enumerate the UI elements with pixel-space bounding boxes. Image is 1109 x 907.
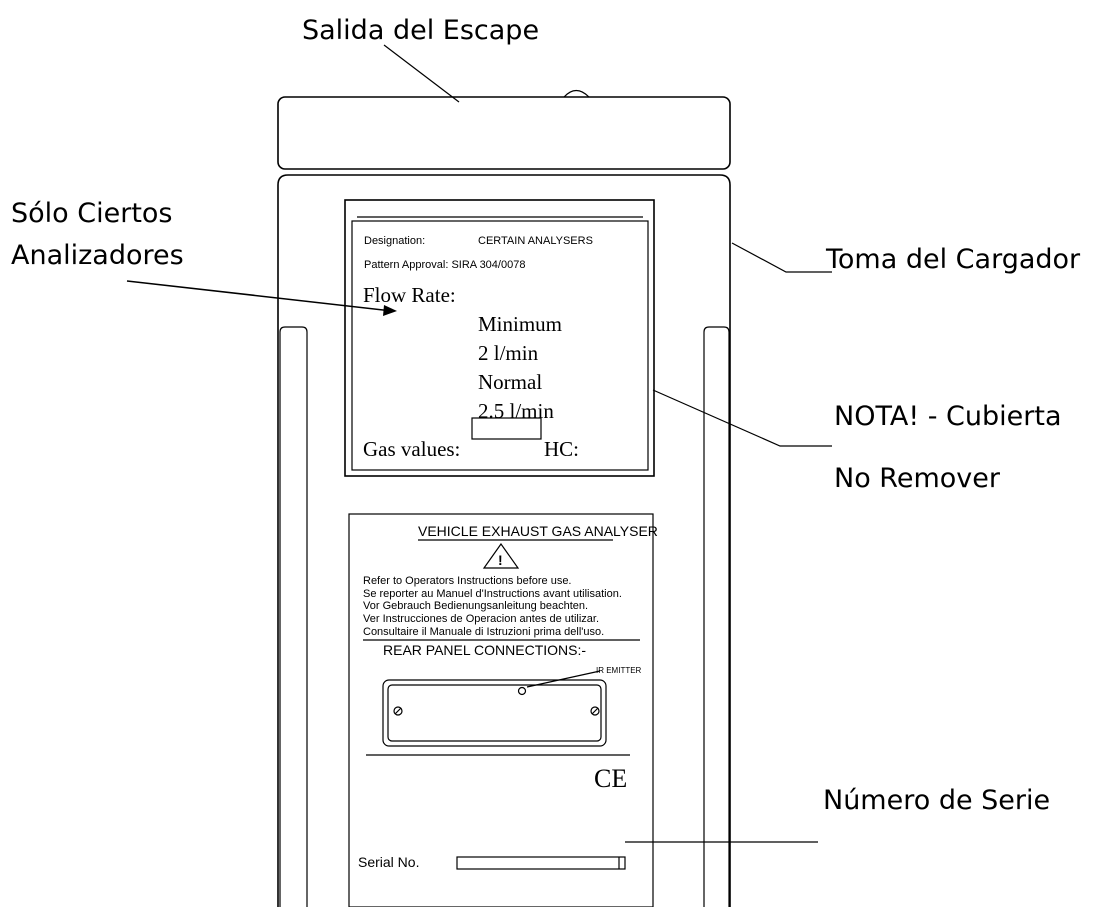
rear-label: VEHICLE EXHAUST GAS ANALYSER ! Refer to … — [348, 513, 658, 907]
ce-mark: CE — [594, 764, 627, 793]
instruction-line: Refer to Operators Instructions before u… — [363, 575, 572, 587]
leader-note-cover — [652, 389, 832, 447]
screw-right-slot — [591, 707, 599, 715]
hc-value-box — [471, 417, 542, 440]
connections-title: REAR PANEL CONNECTIONS:- — [383, 642, 586, 658]
designation-value: CERTAIN ANALYSERS — [478, 235, 593, 247]
screw-right-icon — [590, 706, 600, 716]
callout-exhaust-outlet: Salida del Escape — [302, 15, 539, 46]
hc-label: HC: — [544, 437, 579, 461]
minimum-value: 2 l/min — [478, 341, 539, 365]
callout-charger-socket: Toma del Cargador — [825, 244, 1081, 275]
ir-emitter-label: IR EMITTER — [596, 666, 642, 675]
ir-emitter-icon — [517, 686, 527, 696]
minimum-label: Minimum — [478, 312, 562, 336]
top-cap — [277, 96, 731, 170]
exhaust-nub — [563, 89, 590, 98]
flow-rate-label: Flow Rate: — [363, 283, 456, 307]
normal-value: 2.5 l/min — [478, 399, 554, 423]
leader-certain-analysers — [126, 280, 393, 312]
right-grip — [703, 326, 730, 907]
left-grip — [279, 326, 308, 907]
designation-key: Designation: — [364, 235, 425, 247]
callout-note-cover-1: NOTA! - Cubierta — [834, 401, 1062, 432]
callout-note-cover-2: No Remover — [834, 463, 1001, 494]
rear-label-title: VEHICLE EXHAUST GAS ANALYSER — [418, 523, 658, 539]
display-label: Designation: CERTAIN ANALYSERS Pattern A… — [344, 199, 655, 477]
instruction-line: Ver Instrucciones de Operacion antes de … — [363, 613, 599, 625]
callout-certain-analysers-1: Sólo Ciertos — [11, 198, 173, 229]
pattern-approval: Pattern Approval: SIRA 304/0078 — [364, 259, 525, 271]
serial-label: Serial No. — [358, 854, 419, 870]
callout-serial-number: Número de Serie — [823, 785, 1050, 816]
instructions-list: Refer to Operators Instructions before u… — [363, 575, 622, 638]
serial-number-box — [456, 856, 626, 870]
warning-icon-mark: ! — [498, 552, 503, 568]
device-body — [277, 89, 731, 907]
instruction-line: Se reporter au Manuel d'Instructions ava… — [363, 588, 622, 600]
main-body — [277, 174, 731, 907]
connector-plate-outer — [382, 679, 607, 747]
gas-values-label: Gas values: — [363, 437, 460, 461]
callouts: Salida del Escape Sólo Ciertos Analizado… — [11, 15, 1081, 843]
display-frame-outer — [344, 199, 655, 477]
warning-icon — [482, 542, 520, 569]
instruction-line: Consultaire il Manuale di Istruzioni pri… — [363, 626, 604, 638]
callout-certain-analysers-2: Analizadores — [11, 240, 184, 271]
connector-plate-inner — [387, 684, 602, 742]
rear-label-frame — [348, 513, 654, 907]
ir-emitter-leader — [526, 670, 601, 688]
normal-label: Normal — [478, 370, 542, 394]
instruction-line: Vor Gebrauch Bedienungsanleitung beachte… — [363, 600, 588, 612]
leader-exhaust-outlet — [383, 44, 460, 103]
arrowhead-certain-analysers — [383, 305, 397, 316]
screw-left-icon — [393, 706, 403, 716]
display-frame-inner — [351, 220, 649, 471]
screw-left-slot — [394, 707, 402, 715]
leader-charger-socket — [731, 242, 832, 273]
